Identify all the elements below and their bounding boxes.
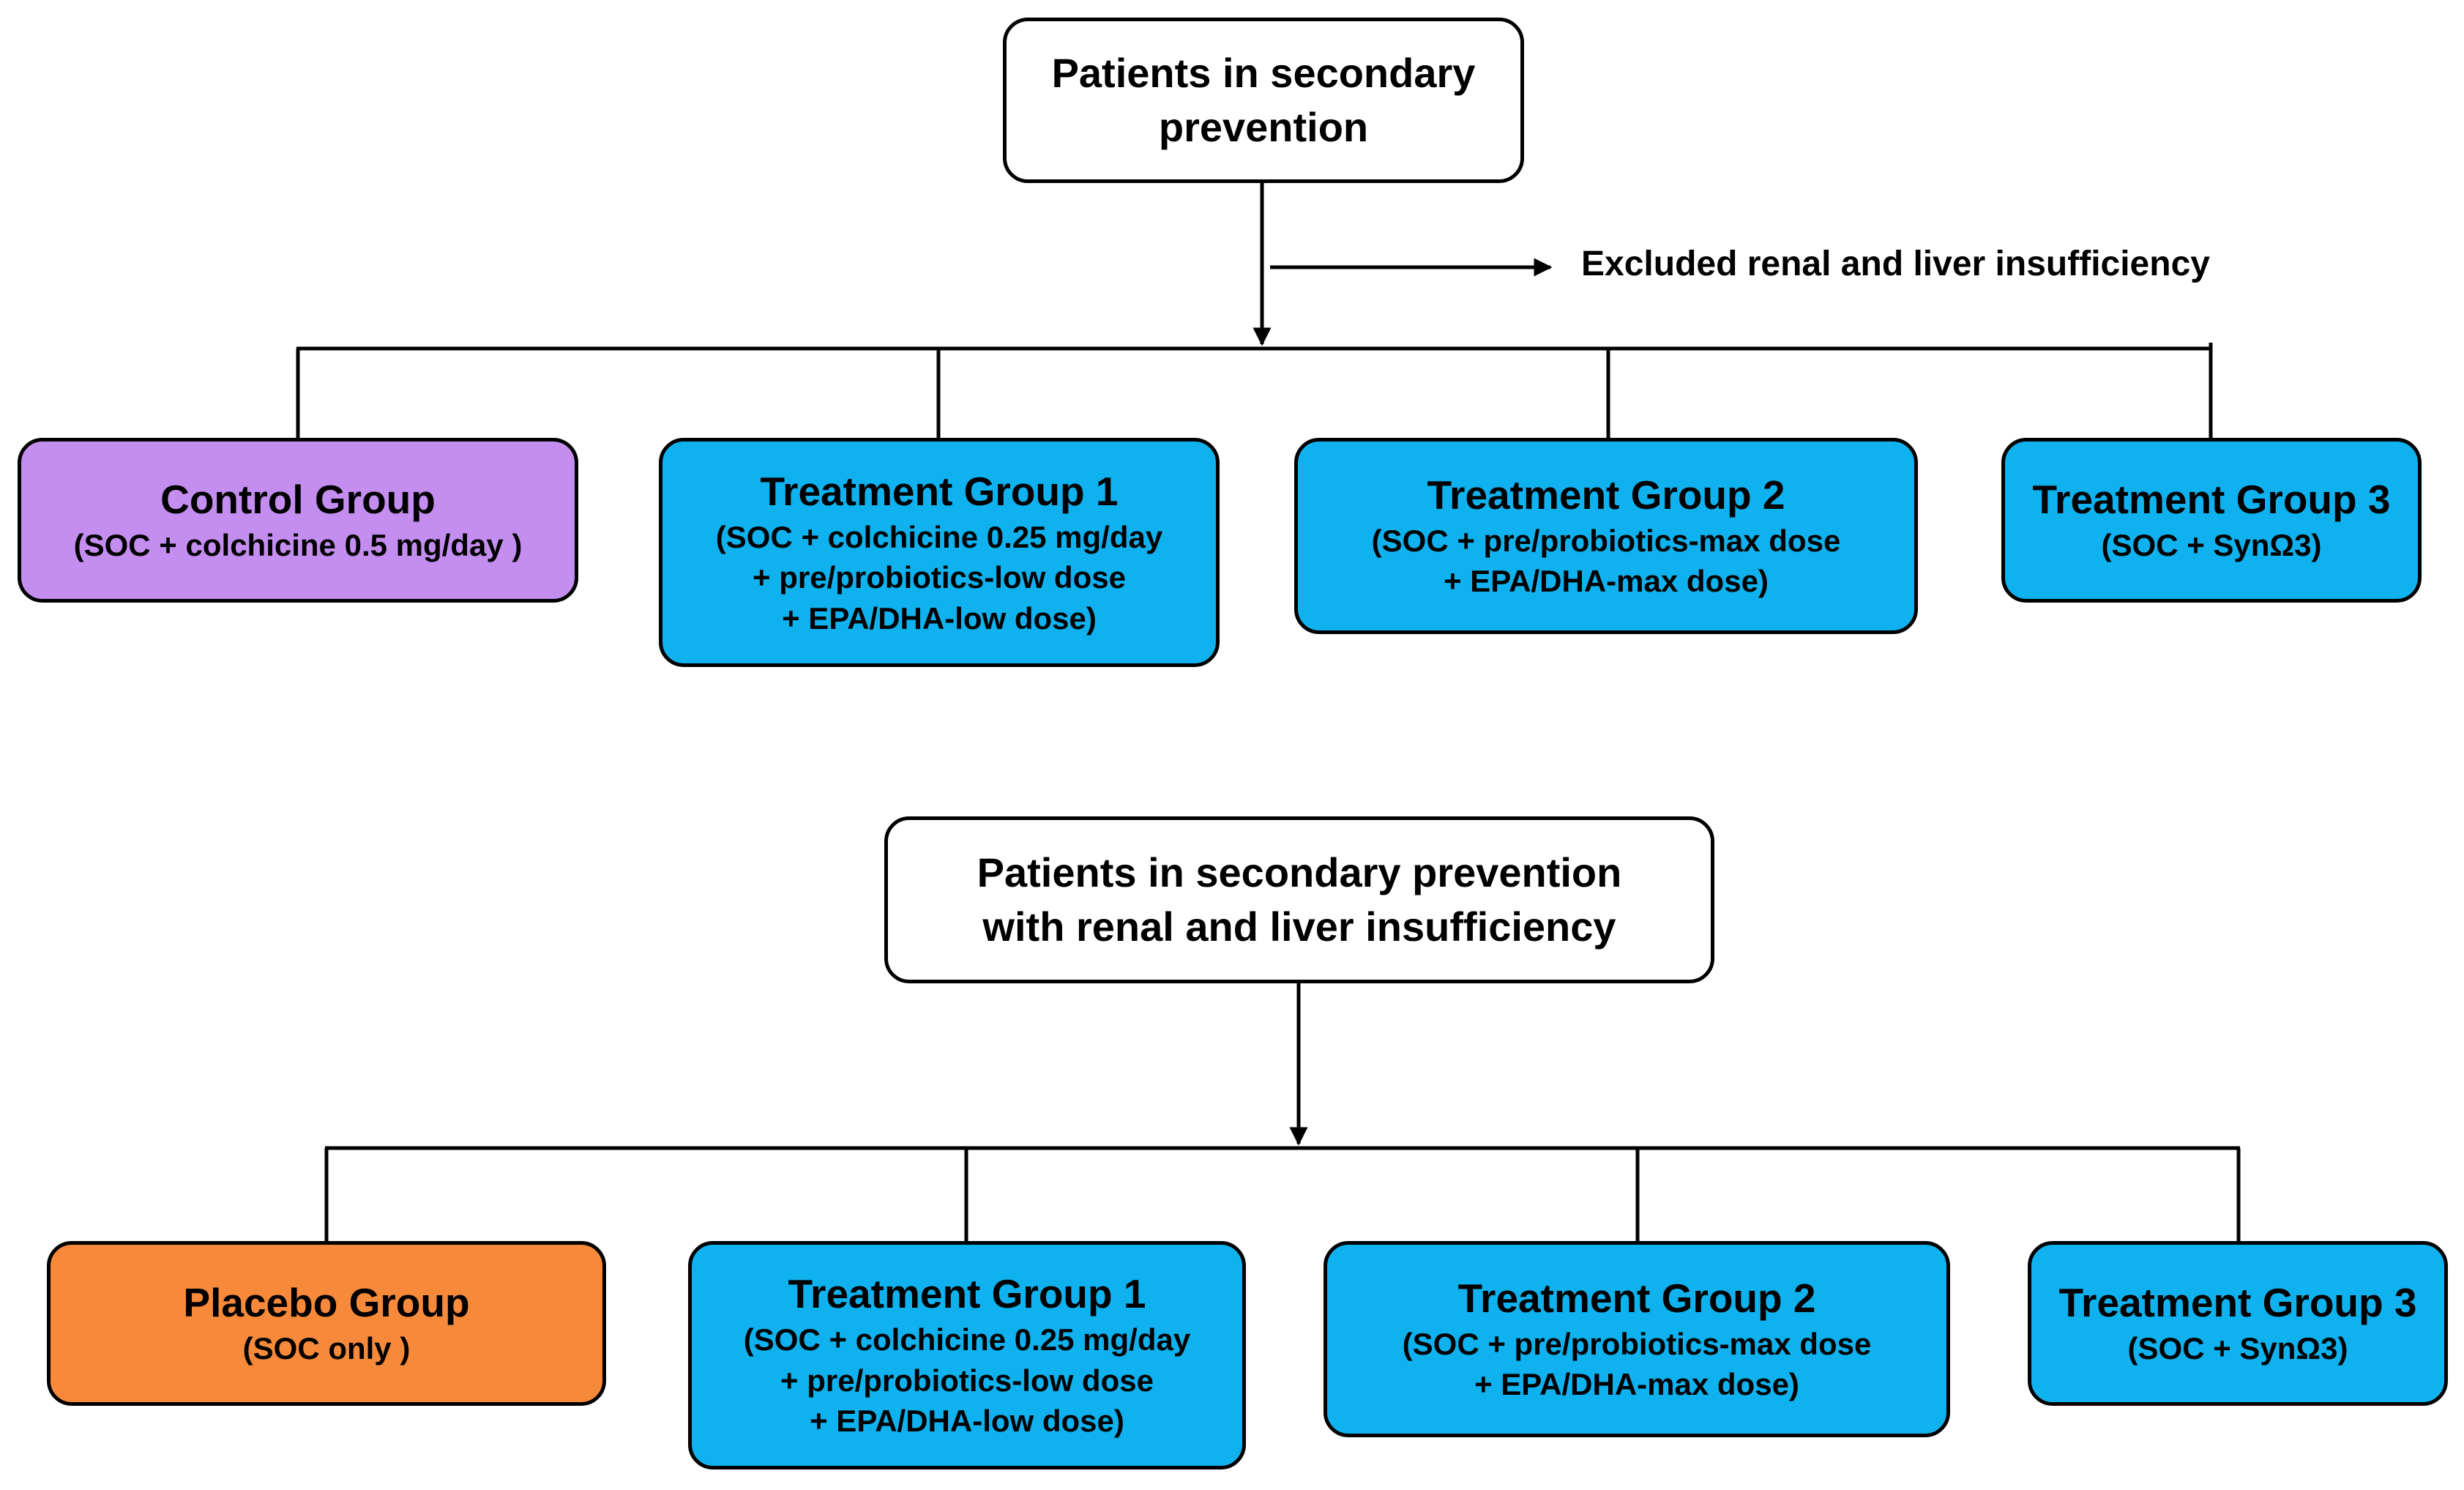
d1-exclusion-note: Excluded renal and liver insufficiency	[1581, 245, 2210, 283]
d2-placebo-group-detail-1: (SOC only )	[242, 1331, 411, 1366]
d1-root-box: Patients in secondary prevention	[1003, 18, 1524, 183]
d2-treatment-group-2-detail-1: (SOC + pre/probiotics-max dose	[1402, 1326, 1872, 1361]
d1-treatment-group-1-detail-2: + pre/probiotics-low dose	[753, 560, 1126, 595]
d1-root-line-2: prevention	[1158, 104, 1369, 150]
d2-treatment-group-1-box: Treatment Group 1 (SOC + colchicine 0.25…	[688, 1241, 1246, 1469]
d2-treatment-group-2-title: Treatment Group 2	[1457, 1275, 1816, 1322]
d2-placebo-group-title: Placebo Group	[183, 1280, 470, 1326]
d1-root-line-1: Patients in secondary	[1051, 50, 1476, 97]
d1-treatment-group-3-box: Treatment Group 3 (SOC + SynΩ3)	[2001, 438, 2422, 603]
d1-control-group-detail-1: (SOC + colchicine 0.5 mg/day )	[73, 528, 523, 563]
d2-treatment-group-1-title: Treatment Group 1	[788, 1271, 1146, 1317]
d1-treatment-group-1-detail-1: (SOC + colchicine 0.25 mg/day	[715, 519, 1163, 554]
d2-treatment-group-1-detail-1: (SOC + colchicine 0.25 mg/day	[743, 1322, 1191, 1357]
d1-treatment-group-3-detail-1: (SOC + SynΩ3)	[2101, 528, 2322, 563]
d2-treatment-group-3-detail-1: (SOC + SynΩ3)	[2127, 1331, 2348, 1366]
d1-treatment-group-1-title: Treatment Group 1	[760, 468, 1119, 514]
d2-treatment-group-1-detail-3: + EPA/DHA-low dose)	[810, 1404, 1124, 1439]
d1-treatment-group-2-detail-2: + EPA/DHA-max dose)	[1444, 564, 1769, 599]
d2-treatment-group-3-title: Treatment Group 3	[2058, 1280, 2417, 1326]
d2-treatment-group-2-detail-2: + EPA/DHA-max dose)	[1474, 1367, 1799, 1402]
d1-control-group-box: Control Group (SOC + colchicine 0.5 mg/d…	[18, 438, 578, 603]
d2-root-line-1: Patients in secondary prevention	[977, 849, 1622, 896]
d1-treatment-group-1-detail-3: + EPA/DHA-low dose)	[782, 600, 1097, 636]
d2-root-box: Patients in secondary prevention with re…	[884, 816, 1714, 983]
d2-treatment-group-3-box: Treatment Group 3 (SOC + SynΩ3)	[2028, 1241, 2448, 1406]
d2-placebo-group-box: Placebo Group (SOC only )	[47, 1241, 606, 1406]
d1-treatment-group-2-detail-1: (SOC + pre/probiotics-max dose	[1371, 523, 1841, 558]
d1-treatment-group-2-title: Treatment Group 2	[1427, 472, 1785, 518]
d1-treatment-group-1-box: Treatment Group 1 (SOC + colchicine 0.25…	[659, 438, 1220, 667]
d1-treatment-group-2-box: Treatment Group 2 (SOC + pre/probiotics-…	[1294, 438, 1918, 634]
d2-root-line-2: with renal and liver insufficiency	[982, 904, 1616, 950]
d2-treatment-group-2-box: Treatment Group 2 (SOC + pre/probiotics-…	[1324, 1241, 1950, 1437]
d1-control-group-title: Control Group	[160, 477, 436, 523]
d1-treatment-group-3-title: Treatment Group 3	[2032, 477, 2391, 523]
d2-treatment-group-1-detail-2: + pre/probiotics-low dose	[780, 1363, 1154, 1398]
